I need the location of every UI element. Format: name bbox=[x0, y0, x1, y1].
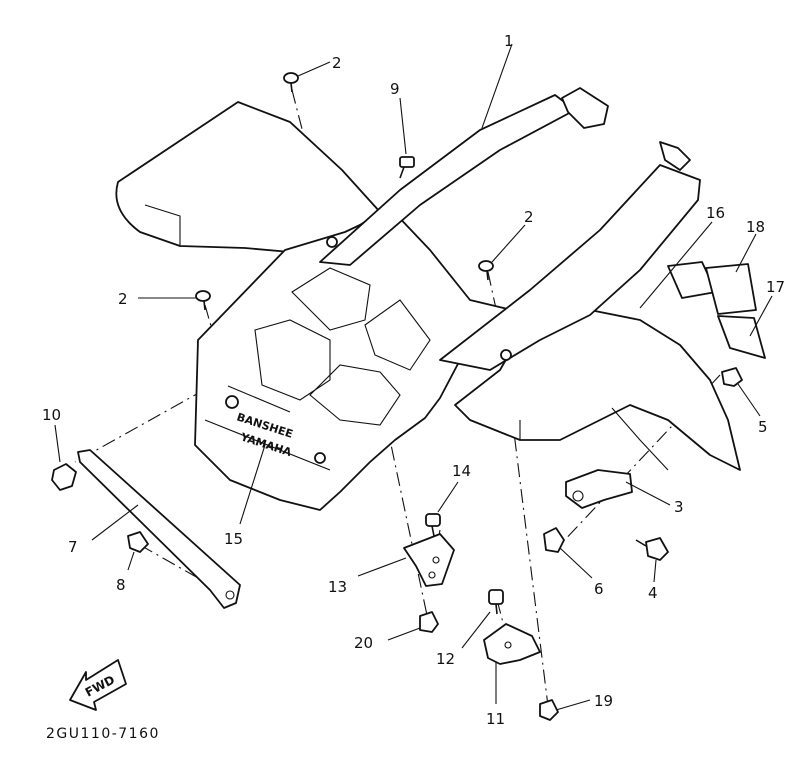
nut-10 bbox=[51, 463, 77, 491]
nut-19 bbox=[539, 699, 559, 721]
callout-20: 20 bbox=[354, 634, 373, 652]
callout-11: 11 bbox=[486, 710, 505, 728]
bolt-14 bbox=[425, 513, 441, 537]
callout-10: 10 bbox=[42, 406, 61, 424]
fasteners bbox=[51, 72, 743, 721]
diagram-code: 2GU110-7160 bbox=[46, 726, 160, 742]
callout-4: 4 bbox=[648, 584, 658, 602]
callout-7: 7 bbox=[68, 538, 78, 556]
callout-19: 19 bbox=[594, 692, 613, 710]
bolt-2-right bbox=[478, 260, 494, 281]
callout-5: 5 bbox=[758, 418, 768, 436]
callout-13: 13 bbox=[328, 578, 347, 596]
leader-lines bbox=[54, 43, 773, 711]
callout-16: 16 bbox=[706, 204, 725, 222]
callout-18: 18 bbox=[746, 218, 765, 236]
bracket-3 bbox=[565, 469, 633, 509]
nut-6 bbox=[543, 527, 565, 553]
decal-set bbox=[667, 261, 766, 359]
bolt-5 bbox=[721, 367, 743, 387]
callout-6: 6 bbox=[594, 580, 604, 598]
bolt-12 bbox=[488, 589, 504, 615]
rear-fender bbox=[115, 87, 741, 511]
forward-direction-arrow: FWD bbox=[69, 659, 127, 711]
callout-15: 15 bbox=[224, 530, 243, 548]
callout-12: 12 bbox=[436, 650, 455, 668]
callout-1: 1 bbox=[504, 32, 514, 50]
callout-2-left: 2 bbox=[118, 290, 128, 308]
bolt-8 bbox=[127, 531, 149, 553]
callout-2-right: 2 bbox=[524, 208, 534, 226]
callout-2-top: 2 bbox=[332, 54, 342, 72]
bolt-9 bbox=[399, 156, 415, 179]
bolt-2-top bbox=[283, 72, 299, 93]
callout-3: 3 bbox=[674, 498, 684, 516]
callout-14: 14 bbox=[452, 462, 471, 480]
callout-8: 8 bbox=[116, 576, 126, 594]
fender-stay bbox=[77, 449, 241, 609]
callout-17: 17 bbox=[766, 278, 785, 296]
bolt-2-left bbox=[195, 290, 211, 311]
callout-9: 9 bbox=[390, 80, 400, 98]
bracket-11 bbox=[483, 623, 541, 665]
nut-20 bbox=[419, 611, 439, 633]
bolt-4 bbox=[635, 537, 669, 561]
callout-labels: 1 2 2 2 3 4 5 6 7 8 9 10 11 12 13 14 15 … bbox=[42, 32, 785, 728]
bracket-13 bbox=[403, 533, 455, 587]
